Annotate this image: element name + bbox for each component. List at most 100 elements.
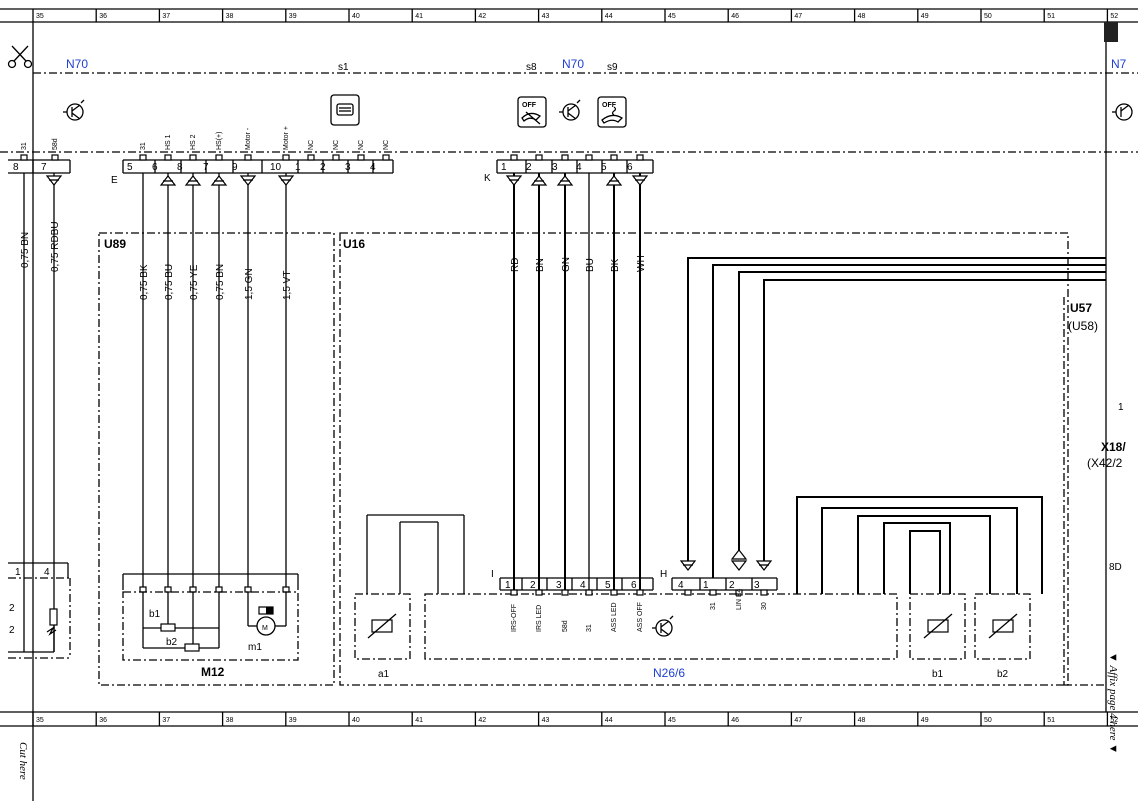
ruler-column-number: 36 — [99, 717, 107, 724]
s1-label: s1 — [338, 62, 349, 73]
connector-K-pin: 3 — [552, 162, 558, 173]
svg-text:OFF: OFF — [522, 102, 537, 109]
connector-I-pin: 2 — [530, 580, 536, 591]
ruler-column-number: 47 — [794, 13, 802, 20]
ruler-column-number: 41 — [415, 13, 423, 20]
connector-E-pin: 7 — [203, 162, 209, 173]
wire-arrow-icon — [730, 549, 748, 560]
x18-label: X18/ — [1101, 440, 1126, 454]
u89-wire-label: 0,75 BN — [215, 264, 226, 300]
connector-E-top-label: HS 2 — [190, 134, 197, 150]
ruler-column-number: 44 — [605, 13, 613, 20]
ruler-column-number: 37 — [162, 13, 170, 20]
n70-label-right: N7 — [1111, 57, 1127, 71]
affix-page-note: ▼ Affix page 4 here ▼ — [1107, 652, 1119, 754]
connector-E-top-label: NC — [383, 140, 390, 150]
m1-label: m1 — [248, 642, 262, 653]
ruler-column-number: 49 — [921, 717, 929, 724]
resistor-icon — [184, 643, 200, 652]
wire-arrow-icon — [730, 560, 748, 571]
u16-wire-label: BU — [585, 258, 596, 272]
ruler-column-number: 44 — [605, 717, 613, 724]
u89-wire-label: 0,75 BK — [139, 264, 150, 300]
ruler-column-number: 37 — [162, 717, 170, 724]
ruler-column-number: 35 — [36, 13, 44, 20]
ruler-column-number: 43 — [542, 13, 550, 20]
ruler-column-number: 51 — [1047, 13, 1055, 20]
ruler-column-number: 42 — [478, 717, 486, 724]
connector-K-pin: 5 — [601, 162, 607, 173]
b2-label: b2 — [166, 637, 178, 648]
ruler-column-number: 43 — [542, 717, 550, 724]
left-pin-7: 7 — [41, 162, 47, 173]
ruler-column-number: 36 — [99, 13, 107, 20]
connector-I-pin: 6 — [631, 580, 637, 591]
left-pin-label-31: 31 — [21, 142, 28, 150]
connector-E-pin: 9 — [232, 162, 238, 173]
left-lower-component: 1 4 2 2 — [8, 562, 71, 659]
connector-H-pin: 3 — [754, 580, 760, 591]
ruler-column-number: 50 — [984, 13, 992, 20]
connector-H-signal-label: LIN B4 — [736, 588, 743, 610]
ruler-column-number: 46 — [731, 717, 739, 724]
ruler-column-number: 38 — [226, 13, 234, 20]
u16-name: U16 — [343, 237, 365, 251]
connector-K-pin: 2 — [526, 162, 532, 173]
switch-s1-icon — [330, 94, 360, 126]
connector-K-name: K — [484, 173, 491, 184]
u16-wire-label: BN — [535, 258, 546, 272]
u16-wire-label: GN — [561, 257, 572, 272]
left-lower-pin-4: 4 — [44, 567, 50, 578]
wire-label-left-0: 0,75 BN — [20, 232, 31, 268]
connector-I-name: I — [491, 569, 494, 580]
m12-name: M12 — [201, 665, 225, 679]
left-pin-8: 8 — [13, 162, 19, 173]
connector-H-signal-label: 30 — [761, 602, 768, 610]
s8-label: s8 — [526, 62, 537, 73]
electronic-module-icon — [559, 99, 581, 121]
connector-E-top-label: Motor + — [283, 126, 290, 150]
connector-E-pin: 2 — [320, 162, 326, 173]
connector-H-signal-label: 31 — [710, 602, 717, 610]
u89-wire-label: 0,75 BU — [164, 264, 175, 300]
u89-name: U89 — [104, 237, 126, 251]
switch-s8-icon: OFF — [517, 96, 547, 128]
u57-pin1: 1 — [1118, 402, 1124, 413]
connector-E-top-label: 31 — [140, 142, 147, 150]
ruler-column-number: 48 — [858, 13, 866, 20]
electronic-module-icon — [1112, 103, 1133, 121]
u16-wire-label: RD — [510, 258, 521, 272]
ruler-column-number: 35 — [36, 717, 44, 724]
s9-label: s9 — [607, 62, 618, 73]
ruler-column-number: 49 — [921, 13, 929, 20]
ruler-column-number: 40 — [352, 13, 360, 20]
wire-label-left-1: 0,75 RDBU — [50, 221, 61, 272]
connector-I-signal-label: 31 — [586, 624, 593, 632]
connector-I-pin: 1 — [505, 580, 511, 591]
pin-8d: 8D — [1109, 562, 1122, 573]
svg-text:M: M — [262, 625, 268, 632]
corner-mark — [1104, 22, 1118, 42]
electronic-module-icon — [63, 99, 85, 121]
connector-E-pin: 1 — [295, 162, 301, 173]
n26-6-name: N26/6 — [653, 666, 685, 680]
connector-I-signal-label: 58d — [562, 620, 569, 632]
ruler-column-number: 47 — [794, 717, 802, 724]
svg-text:OFF: OFF — [602, 102, 617, 109]
connector-I-signal-label: IRS LED — [536, 605, 543, 632]
u89-wire-label: 1,5 GN — [244, 268, 255, 300]
u57-sub: (U58) — [1068, 319, 1098, 333]
a1-label: a1 — [378, 669, 390, 680]
scissors-icon — [7, 45, 33, 69]
connector-H-pin: 2 — [729, 580, 735, 591]
left-connector: 31 58d 8 7 — [8, 138, 71, 174]
connector-E-top-label: NC — [308, 140, 315, 150]
connector-K-pin: 6 — [627, 162, 633, 173]
u89-wire-label: 1,5 VT — [282, 271, 293, 300]
switch-s9-icon: OFF — [597, 96, 627, 128]
